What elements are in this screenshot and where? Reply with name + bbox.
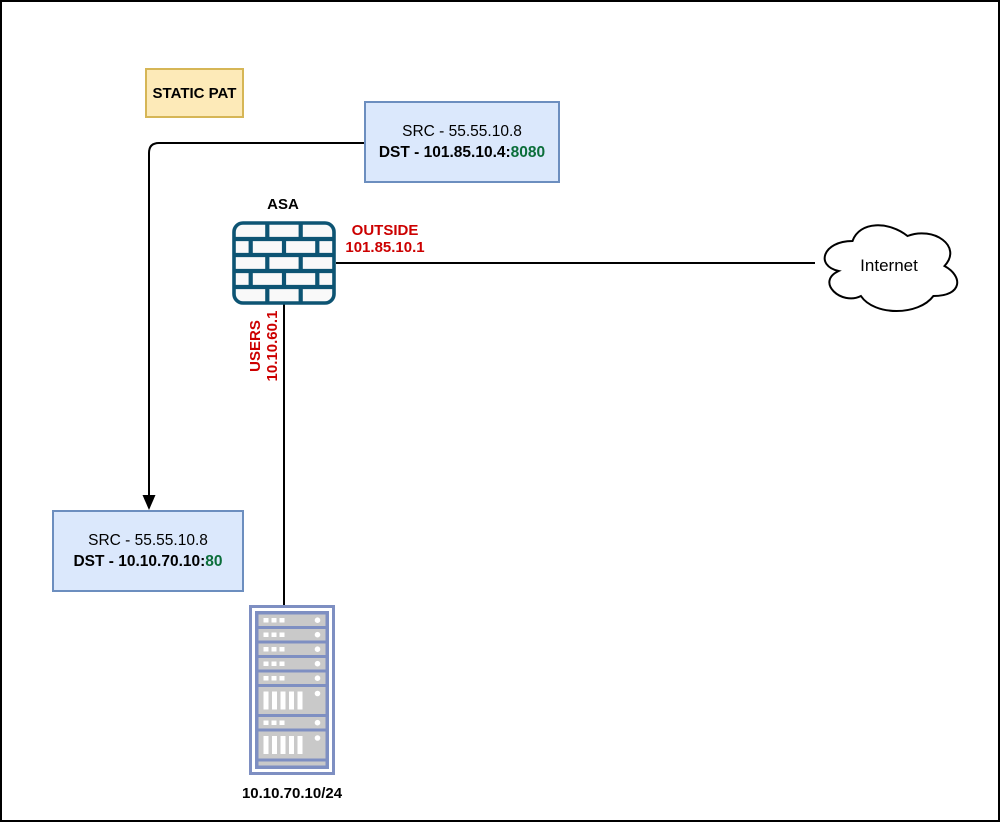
nat-translation-arrow xyxy=(148,142,364,496)
internet-label: Internet xyxy=(860,256,918,275)
server-rack-icon xyxy=(249,605,335,775)
server-subnet-label: 10.10.70.10/24 xyxy=(241,785,343,802)
static-pat-label: STATIC PAT xyxy=(152,84,237,102)
static-pat-note: STATIC PAT xyxy=(145,68,244,118)
outside-nat-dst: DST - 101.85.10.4:8080 xyxy=(378,144,546,161)
inside-nat-dst: DST - 10.10.70.10:80 xyxy=(73,553,223,570)
internet-cloud-icon xyxy=(823,224,959,312)
users-interface-name: USERS xyxy=(247,320,264,372)
users-interface-label: USERS 10.10.60.1 xyxy=(247,311,281,382)
users-interface-ip: 10.10.60.1 xyxy=(264,310,281,382)
inside-nat-src: SRC - 55.55.10.8 xyxy=(88,532,208,549)
outside-interface-name: OUTSIDE xyxy=(351,222,419,239)
outside-interface-ip: 101.85.10.1 xyxy=(345,239,425,256)
outside-nat-box: SRC - 55.55.10.8 DST - 101.85.10.4:8080 xyxy=(364,101,560,183)
inside-nat-box: SRC - 55.55.10.8 DST - 10.10.70.10:80 xyxy=(52,510,244,592)
outside-interface-label: OUTSIDE 101.85.10.1 xyxy=(335,222,435,256)
firewall-name-label: ASA xyxy=(267,196,299,213)
internet-cloud: Internet xyxy=(814,214,964,318)
outside-nat-src: SRC - 55.55.10.8 xyxy=(402,123,522,140)
arrowhead-icon xyxy=(142,495,156,510)
outside-nat-port: 8080 xyxy=(510,144,546,161)
inside-nat-port: 80 xyxy=(205,553,223,570)
firewall-icon xyxy=(232,221,336,305)
